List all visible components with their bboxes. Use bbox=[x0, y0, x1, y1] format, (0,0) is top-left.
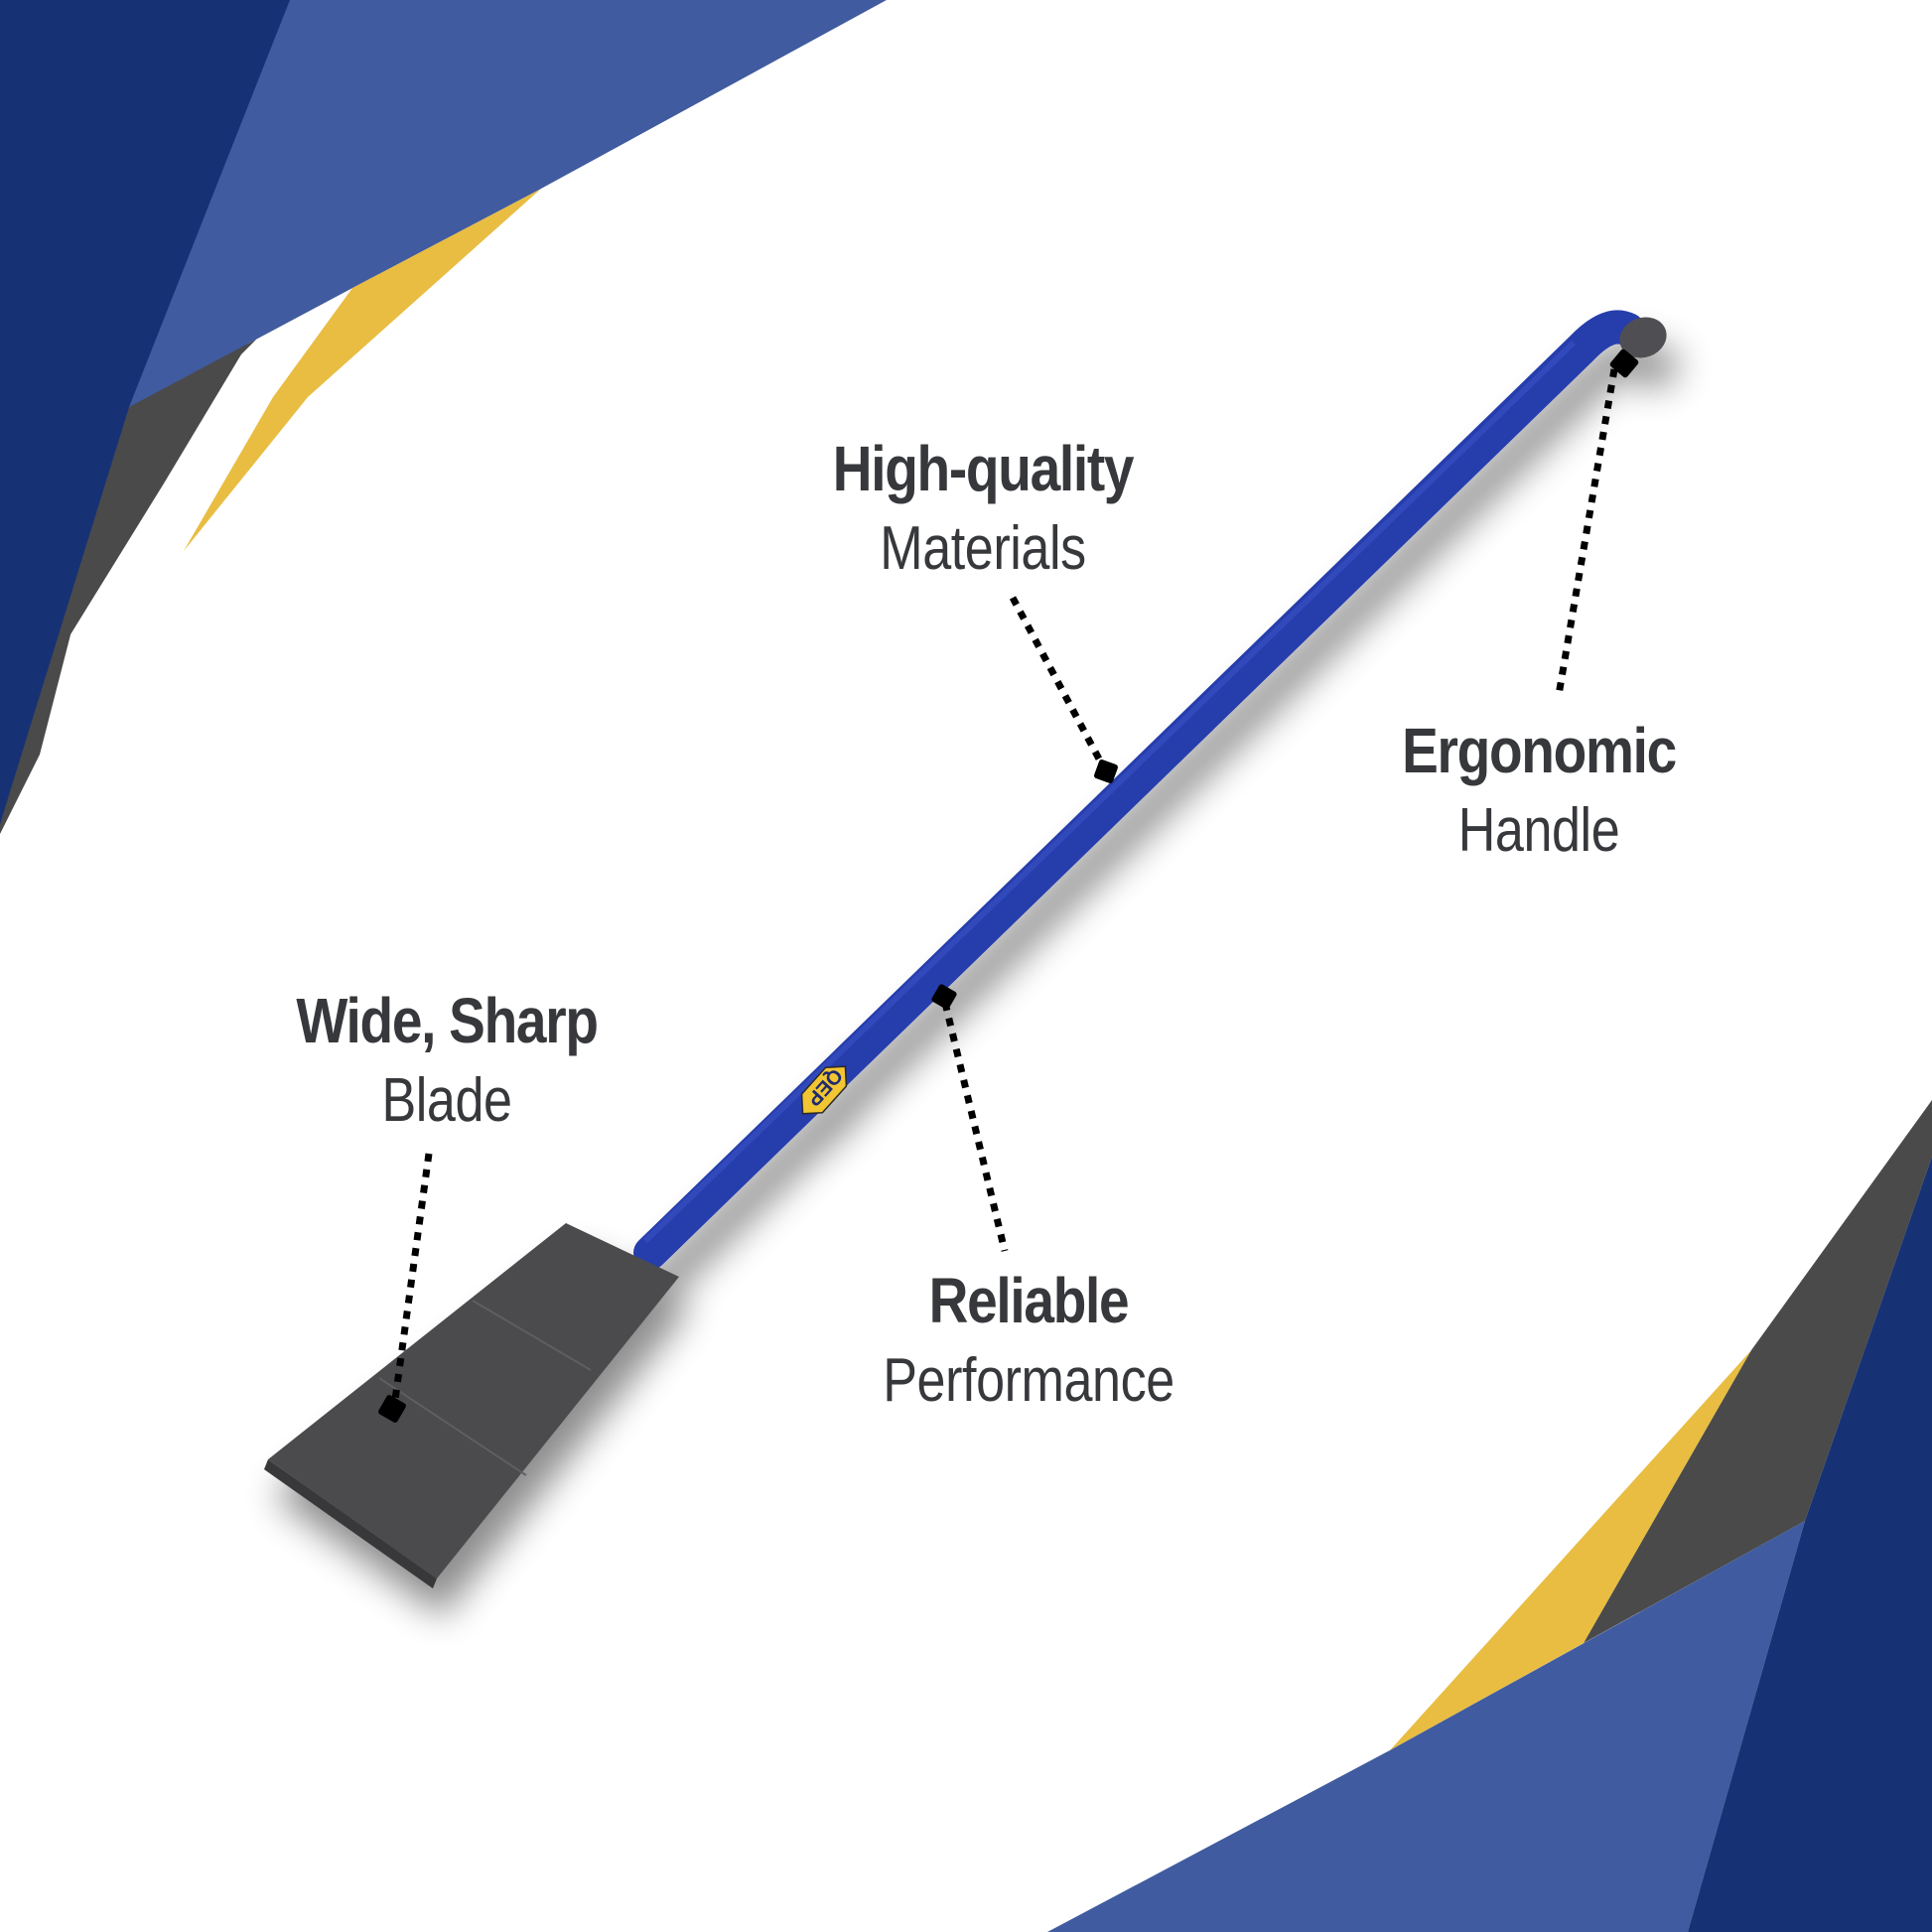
anchor-materials bbox=[1094, 759, 1118, 783]
decor-gold-bottom-right bbox=[1390, 1350, 1751, 1750]
callout-handle-title: Ergonomic bbox=[1402, 715, 1677, 786]
callout-performance-subtitle: Performance bbox=[883, 1346, 1174, 1415]
callout-performance: Reliable Performance bbox=[770, 1263, 1287, 1424]
decor-navy-overlay bbox=[0, 0, 290, 824]
handle-end-cap bbox=[1619, 317, 1667, 358]
anchor-blade bbox=[378, 1395, 406, 1423]
callout-anchors bbox=[378, 348, 1639, 1423]
callout-materials-subtitle: Materials bbox=[880, 514, 1086, 583]
callout-materials: High-quality Materials bbox=[715, 431, 1251, 592]
leader-materials bbox=[1009, 596, 1106, 766]
callout-handle-subtitle: Handle bbox=[1457, 796, 1620, 865]
callout-blade-subtitle: Blade bbox=[381, 1066, 512, 1135]
callout-materials-title: High-quality bbox=[832, 433, 1135, 504]
top-left-decoration bbox=[0, 0, 887, 834]
callout-blade-title: Wide, Sharp bbox=[296, 985, 599, 1056]
decor-royal-blue-bottom-right bbox=[1047, 1521, 1805, 1932]
callout-leaders bbox=[391, 368, 1618, 1401]
callout-blade: Wide, Sharp Blade bbox=[189, 983, 705, 1144]
anchor-handle bbox=[1609, 348, 1639, 378]
leader-performance bbox=[941, 1002, 1009, 1252]
anchor-performance bbox=[931, 984, 957, 1010]
bottom-right-decoration bbox=[1047, 1100, 1932, 1932]
decor-royal-blue-top-left bbox=[75, 0, 887, 407]
leader-handle bbox=[1555, 368, 1618, 696]
qep-logo-badge bbox=[800, 1065, 848, 1115]
tool-blade bbox=[268, 1223, 679, 1579]
decor-navy-bottom-right bbox=[1688, 1157, 1932, 1932]
scraper-tool-image bbox=[264, 310, 1667, 1588]
callout-handle: Ergonomic Handle bbox=[1281, 713, 1797, 874]
decor-charcoal-bottom-right bbox=[1584, 1100, 1932, 1643]
leader-blade bbox=[391, 1153, 433, 1401]
callout-performance-title: Reliable bbox=[928, 1265, 1130, 1336]
